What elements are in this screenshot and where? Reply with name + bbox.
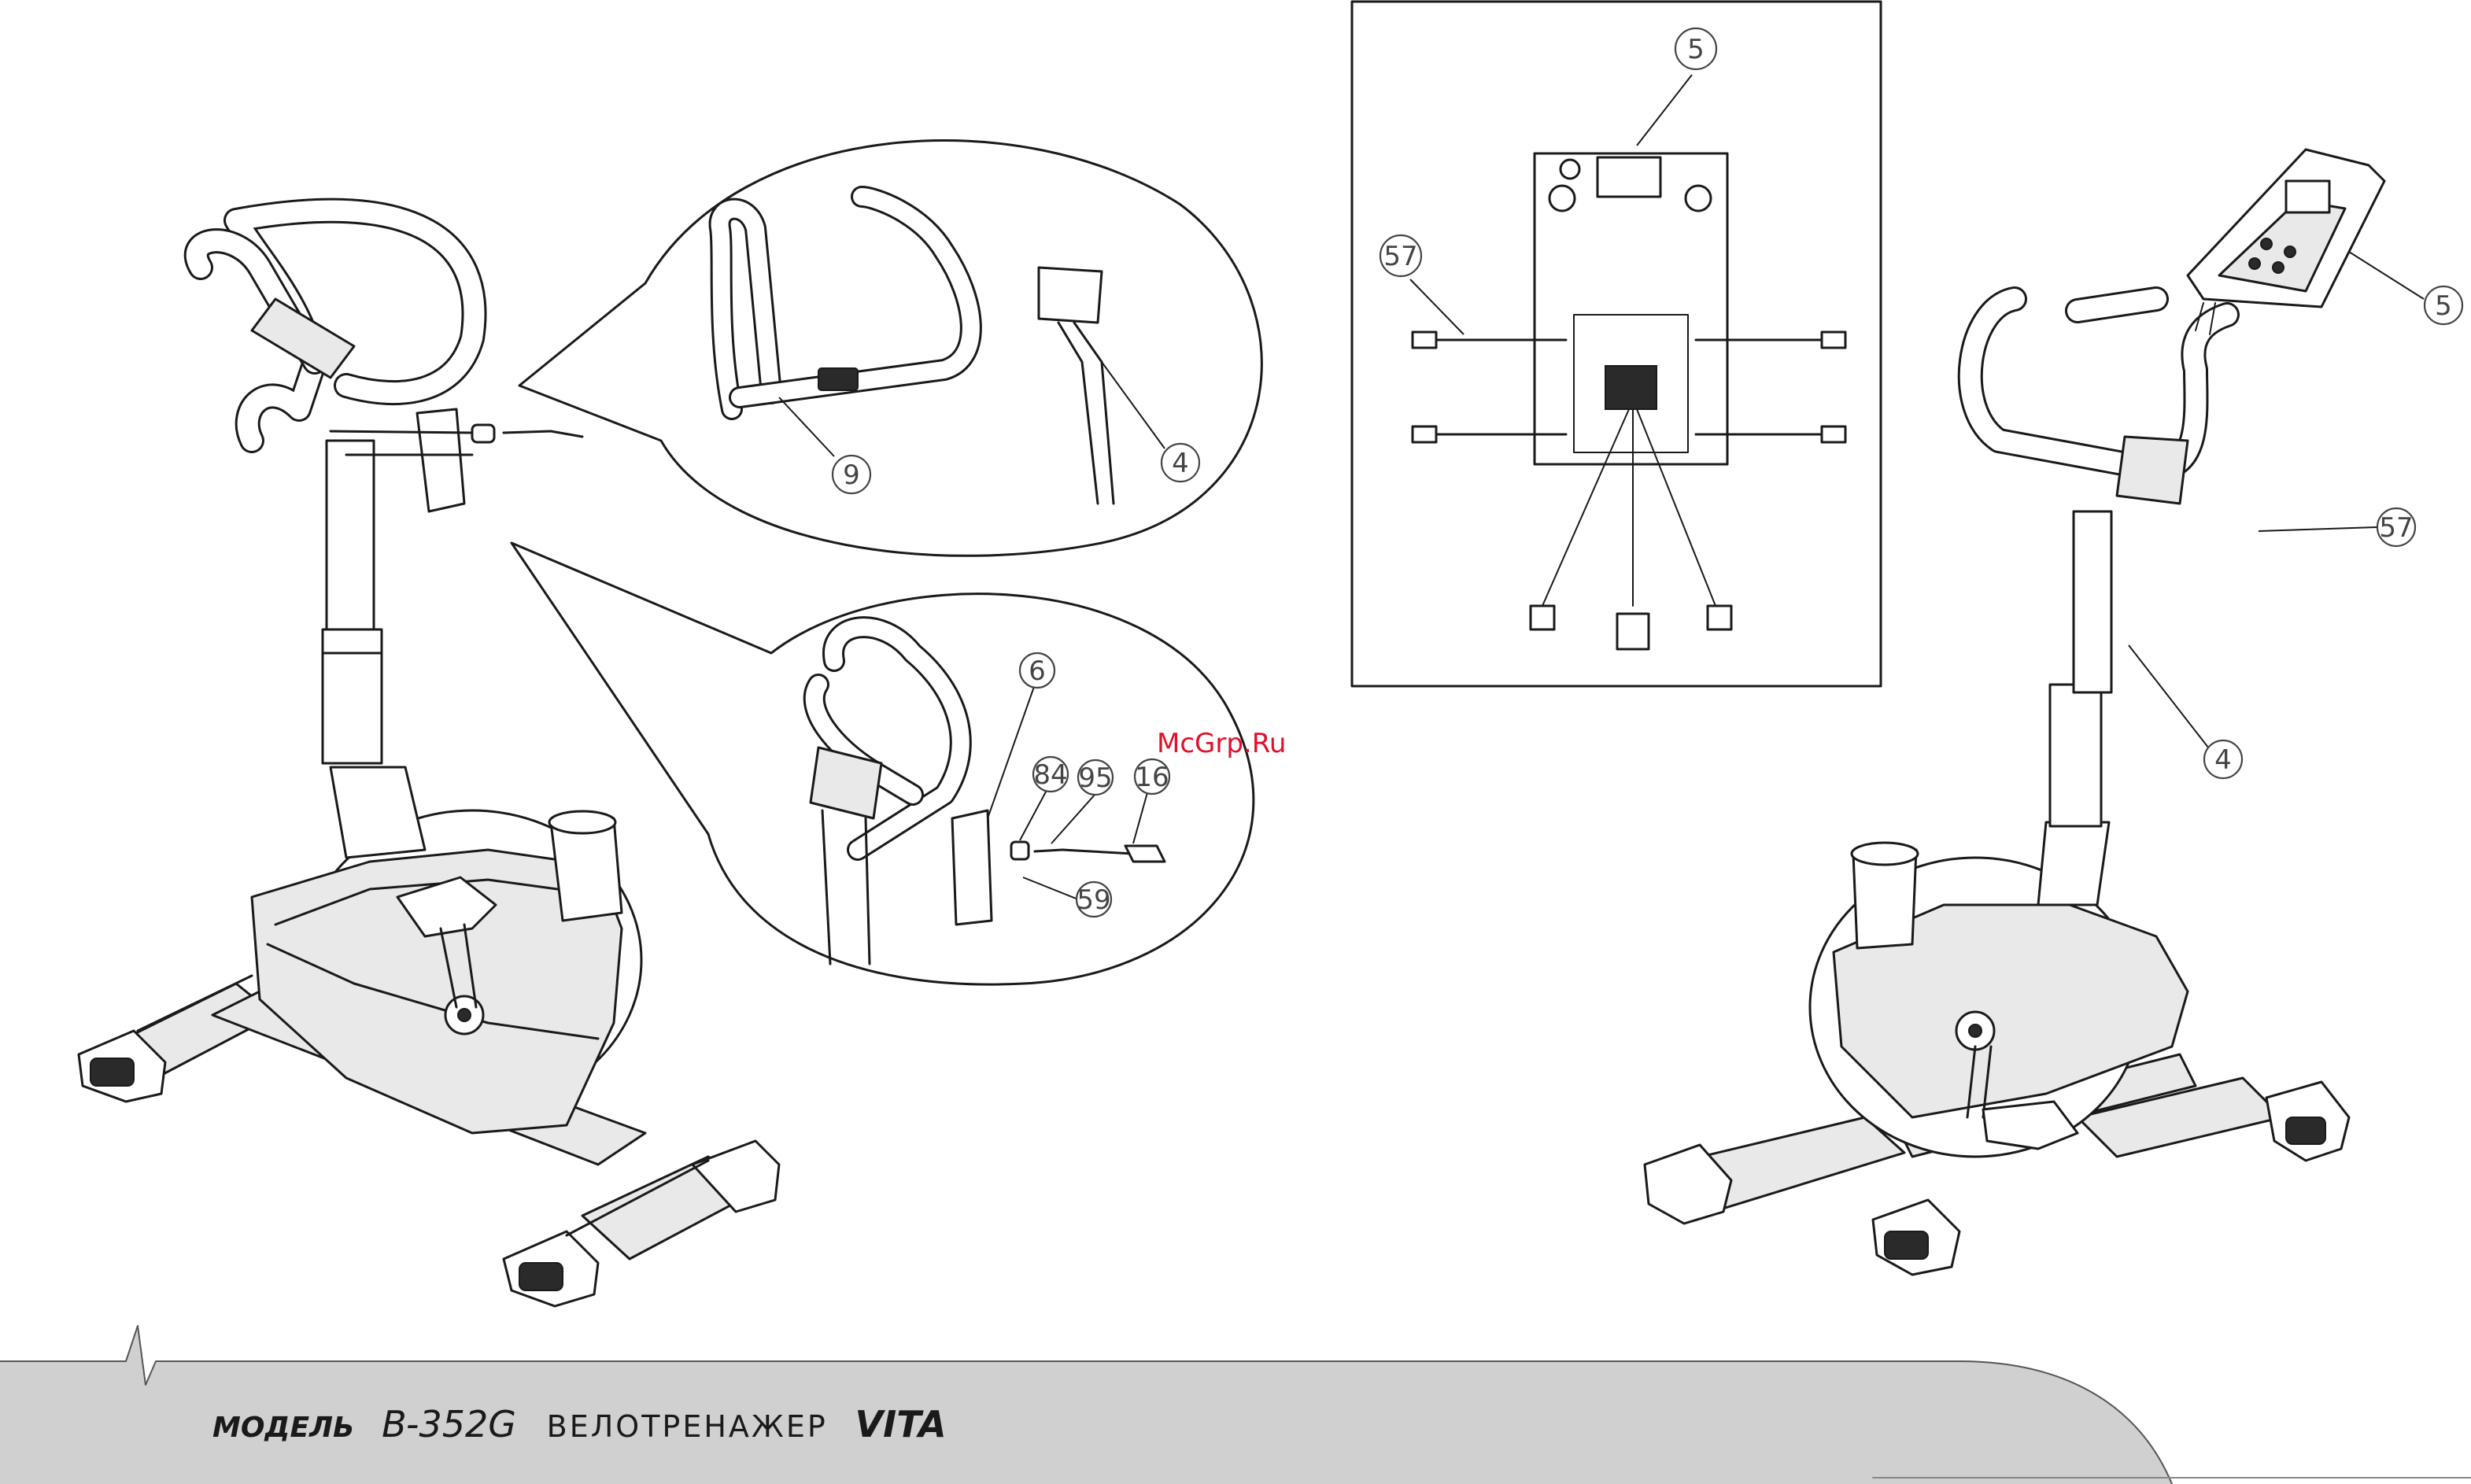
callout-inset-bottom-16: 16 [1135,759,1169,794]
svg-text:5: 5 [2435,290,2452,322]
callout-box-console-5: 5 [1675,28,1716,69]
left-bottle-holder [549,811,622,921]
svg-text:6: 6 [1029,655,1046,687]
left-front-stabilizer [79,976,275,1102]
svg-text:57: 57 [1383,241,1417,272]
callout-inset-bottom-6: 6 [1020,653,1055,688]
svg-text:9: 9 [843,460,860,491]
right-exercise-bike [1645,150,2424,1275]
svg-text:5: 5 [1687,34,1705,65]
right-bottle-holder [1852,843,1918,948]
callout-box-bolts-57: 57 [1380,235,1421,276]
svg-text:4: 4 [2214,744,2232,776]
footer-model-word: МОДЕЛЬ [212,1412,354,1444]
svg-text:57: 57 [2379,512,2413,544]
footer-brand: VITA [855,1403,947,1445]
callout-inset-top-9: 9 [833,456,870,493]
callout-inset-bottom-84: 84 [1033,757,1068,792]
console-detail-box [1352,2,1881,686]
svg-text:16: 16 [1135,762,1169,793]
left-exercise-bike [79,211,779,1306]
left-handlebar [197,211,475,441]
callout-right-post-4: 4 [2204,740,2242,778]
svg-text:4: 4 [1172,448,1189,479]
right-seat-post [2038,511,2111,905]
svg-text:59: 59 [1077,884,1110,916]
svg-text:95: 95 [1078,762,1112,794]
footer-band: МОДЕЛЬ B-352G ВЕЛОТРЕНАЖЕР VITA [0,1326,2471,1484]
callout-inset-bottom-59: 59 [1077,882,1111,917]
footer-model-code: B-352G [382,1403,516,1445]
callout-right-screw-57: 57 [2377,508,2415,546]
callout-inset-bottom-95: 95 [1078,760,1113,795]
inset-handlebar-balloon [519,141,1261,556]
callout-right-console-5: 5 [2425,286,2462,324]
right-handlebar [1971,299,2227,504]
left-rear-stabilizer [504,1141,779,1306]
watermark-text: McGrp.Ru [1157,728,1286,759]
left-seat-post [323,441,425,858]
callout-inset-top-4: 4 [1162,444,1199,482]
footer-product-type: ВЕЛОТРЕНАЖЕР [547,1409,828,1444]
svg-text:84: 84 [1033,759,1067,791]
